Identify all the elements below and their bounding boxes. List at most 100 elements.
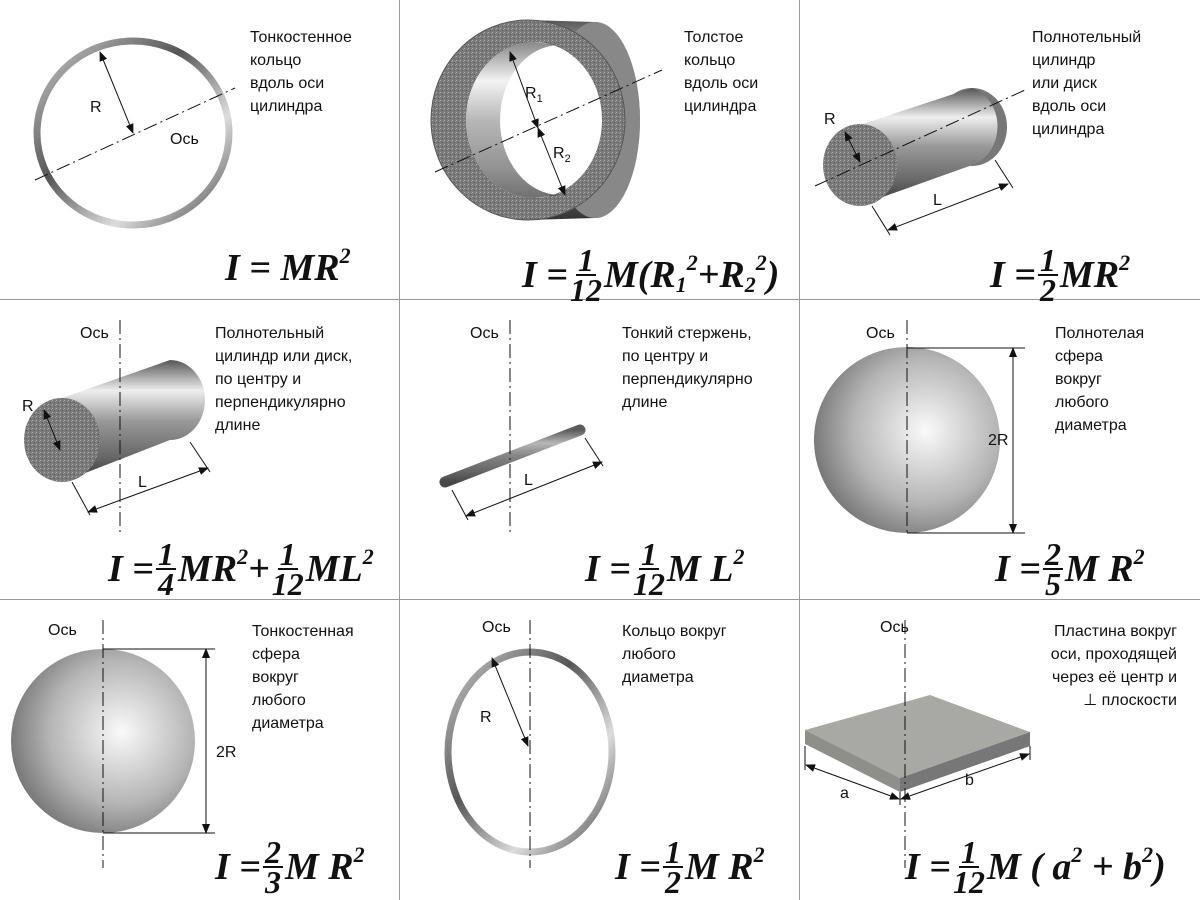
length-label: L xyxy=(138,474,147,491)
diameter-label: 2R xyxy=(988,432,1008,449)
radius-arrow xyxy=(43,409,61,451)
formula-text: I = xyxy=(995,548,1041,590)
formula-text: +R xyxy=(697,254,745,296)
description: Кольцо вокруг любого диаметра xyxy=(622,623,727,686)
fraction-numerator: 1 xyxy=(155,536,176,572)
length-arrow xyxy=(900,753,1030,800)
fraction-denominator: 2 xyxy=(1039,272,1056,308)
fraction-denominator: 3 xyxy=(264,864,281,900)
length-arrow xyxy=(87,467,209,513)
axis-label: Ось xyxy=(880,619,909,636)
fraction-denominator: 12 xyxy=(632,566,665,602)
fraction-numerator: 1 xyxy=(1037,242,1058,278)
fraction-denominator: 4 xyxy=(157,566,174,602)
length-label: b xyxy=(965,772,974,789)
formula-text: I = MR xyxy=(225,247,340,289)
length-label: L xyxy=(933,192,942,209)
cell-thin-rod: L Ось Тонкий стержень, по центру и перпе… xyxy=(400,300,800,600)
solid-sphere-illustration: 2R Ось xyxy=(814,320,1025,535)
axis-label: Ось xyxy=(866,325,895,342)
formula-exponent: 2 xyxy=(1071,842,1083,867)
formula-text: ) xyxy=(1153,846,1166,888)
inner-radius-label: R1 xyxy=(525,85,543,105)
description: Толстое кольцо вдоль оси цилиндра xyxy=(684,29,759,115)
cell-thin-sphere: 2R Ось Тонкостенная сфера вокруг любого … xyxy=(0,600,400,900)
radius-label: R xyxy=(22,398,34,415)
description: Тонкостенное кольцо вдоль оси цилиндра xyxy=(250,29,352,115)
radius-arrow xyxy=(844,131,861,163)
formula-text: + b xyxy=(1082,846,1143,888)
formula-subscript: 2 xyxy=(744,272,756,297)
radius-arrow xyxy=(491,657,529,747)
axis-line xyxy=(34,87,236,181)
formula-text: I = xyxy=(585,548,631,590)
formula-text: M R xyxy=(284,846,354,888)
radius-label: R xyxy=(480,709,492,726)
cell-solid-cylinder-axial: R L Полнотельный цилиндр или диск вдоль … xyxy=(800,0,1200,306)
description: Тонкостенная сфера вокруг любого диаметр… xyxy=(252,623,354,732)
formula-exponent: 2 xyxy=(753,842,765,867)
formula-text: I = xyxy=(108,548,154,590)
thin-sphere-illustration: 2R Ось xyxy=(11,620,236,868)
formula-exponent: 2 xyxy=(686,250,698,275)
fraction-denominator: 5 xyxy=(1044,566,1061,602)
formula-exponent: 2 xyxy=(733,544,745,569)
cell-thin-ring-axial: R Ось Тонкостенное кольцо вдоль оси цили… xyxy=(0,0,400,300)
formula-text: I = xyxy=(905,846,951,888)
formula-exponent: 2 xyxy=(1142,842,1154,867)
solid-cylinder-illustration: R L xyxy=(814,88,1026,236)
formula-text: I = xyxy=(215,846,261,888)
width-label: a xyxy=(840,785,849,802)
formula-text: ML xyxy=(305,548,363,590)
formula-exponent: 2 xyxy=(1119,250,1131,275)
formula-exponent: 2 xyxy=(755,250,767,275)
cell-solid-cylinder-perpendicular: R L Ось Полнотельный цилиндр или диск, п… xyxy=(0,300,400,600)
cell-plate: a b Ось Пластина вокруг оси, проходящей … xyxy=(800,600,1200,900)
outer-radius-label: R2 xyxy=(553,145,571,165)
radius-label: R xyxy=(90,99,102,116)
fraction-numerator: 1 xyxy=(638,536,659,572)
width-arrow xyxy=(805,764,900,800)
description: Полнотельный цилиндр или диск, по центру… xyxy=(215,325,353,434)
formula-text: M L xyxy=(666,548,734,590)
formula-text: M R xyxy=(684,846,754,888)
formula-text: I = xyxy=(522,254,568,296)
description: Пластина вокруг оси, проходящей через её… xyxy=(1050,623,1177,709)
axis-line xyxy=(814,89,1026,187)
length-arrow xyxy=(465,461,603,517)
fraction-denominator: 12 xyxy=(271,566,304,602)
plate-illustration: a b Ось xyxy=(804,619,1031,868)
formula-text: M(R xyxy=(603,254,676,296)
fraction-numerator: 2 xyxy=(262,834,283,870)
outer-radius-arrow xyxy=(537,127,566,196)
length-arrow xyxy=(887,183,1009,231)
cell-ring-diameter: R Ось Кольцо вокруг любого диаметра I =1… xyxy=(400,600,800,900)
formula-exponent: 2 xyxy=(353,842,365,867)
cell-solid-sphere: 2R Ось Полнотелая сфера вокруг любого ди… xyxy=(800,300,1200,600)
formula-text: MR xyxy=(1059,254,1120,296)
formula-subscript: 1 xyxy=(675,272,687,297)
fraction-denominator: 2 xyxy=(664,864,681,900)
formula-exponent: 2 xyxy=(339,243,351,268)
formula-text: I = xyxy=(615,846,661,888)
description: Полнотелая сфера вокруг любого диаметра xyxy=(1055,325,1145,434)
formula-exponent: 2 xyxy=(237,544,249,569)
formula-exponent: 2 xyxy=(362,544,374,569)
axis-label: Ось xyxy=(470,325,499,342)
formula-text: M ( a xyxy=(986,846,1072,888)
